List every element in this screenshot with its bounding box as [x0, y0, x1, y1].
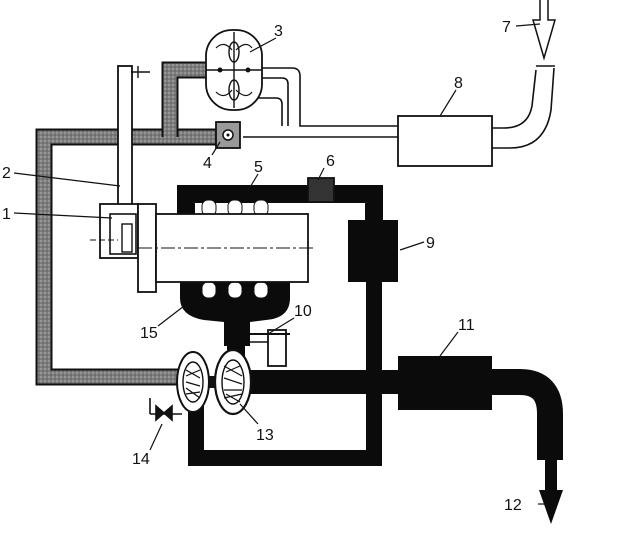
label-11: 11 [458, 317, 475, 334]
label-6: 6 [326, 153, 335, 170]
leader-lines [13, 23, 546, 505]
air-feed-line [243, 67, 398, 138]
catalyst-9 [348, 220, 398, 282]
air-inlet-duct [492, 65, 555, 149]
label-10: 10 [294, 303, 312, 320]
sensor-6 [307, 177, 335, 203]
label-1: 1 [2, 206, 11, 223]
label-14: 14 [132, 451, 150, 468]
label-12: 12 [504, 497, 522, 514]
label-15: 15 [140, 325, 158, 342]
manifold-5-runners [201, 199, 269, 299]
air-filter-8 [397, 115, 493, 167]
label-8: 8 [454, 75, 463, 92]
belt-drive [90, 65, 150, 259]
label-2: 2 [2, 165, 11, 182]
exhaust-pipes [177, 185, 563, 466]
label-4: 4 [203, 155, 212, 172]
callout-labels: 1 2 3 4 5 6 7 8 9 10 11 12 13 14 15 [2, 19, 522, 514]
wastegate-10 [250, 329, 290, 367]
label-7: 7 [502, 19, 511, 36]
exhaust-arrow-12 [539, 458, 563, 524]
muffler-11 [398, 356, 492, 410]
engine-block [137, 203, 316, 293]
turbocharger-13 [176, 348, 253, 416]
bypass-valve-4 [215, 121, 241, 149]
label-3: 3 [274, 23, 283, 40]
intake-pipes [35, 61, 222, 386]
relief-valve-14 [149, 398, 182, 422]
label-13: 13 [256, 427, 274, 444]
label-9: 9 [426, 235, 435, 252]
throttle-valve-3 [205, 29, 263, 111]
label-5: 5 [254, 159, 263, 176]
inlet-arrow-7 [532, 0, 556, 61]
